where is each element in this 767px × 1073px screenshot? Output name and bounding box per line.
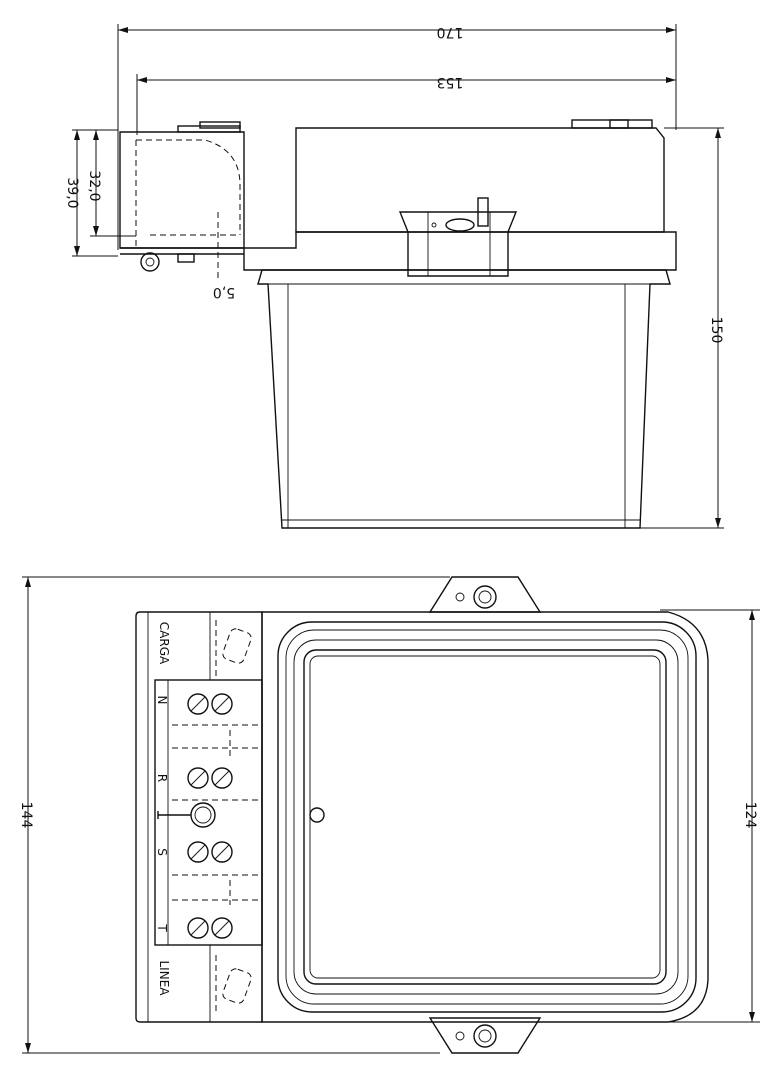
terminal-block: CARGA LINEA N R S T (135, 611, 263, 1023)
top-mounting-lug (428, 576, 542, 613)
terminal-mark-r: R (155, 774, 169, 782)
terminal-mark-s: S (155, 848, 169, 856)
plan-height-label: 144 (18, 802, 34, 829)
terminal-label-bottom: LINEA (157, 961, 171, 997)
inner-width-label: 153 (437, 74, 464, 90)
overall-width-label: 170 (437, 24, 464, 40)
base-offset-label: 5,0 (213, 284, 235, 300)
dimension-inner-width: 153 (136, 74, 676, 135)
terminal-cover-side (119, 131, 245, 278)
terminal-mark-t: T (155, 923, 169, 932)
terminal-mark-n: N (155, 696, 169, 705)
depth-outer-label: 39,0 (64, 177, 80, 208)
meter-housing-plan (261, 611, 709, 1023)
terminal-label-top: CARGA (157, 622, 171, 665)
dimension-plan-inner: 124 (660, 609, 760, 1023)
lid-latch (398, 197, 518, 277)
dimension-overall-width: 170 (117, 24, 677, 250)
side-elevation-view: 170 153 (64, 24, 724, 529)
terminal-screws-3 (187, 841, 233, 863)
terminal-screws-1 (187, 693, 233, 715)
plan-inner-label: 124 (742, 802, 758, 829)
terminal-screws-4 (187, 917, 233, 939)
plan-view: 144 124 (18, 576, 760, 1054)
meter-body (257, 269, 671, 529)
meter-lid (177, 119, 677, 271)
depth-inner-label: 32,0 (86, 170, 102, 201)
dimension-depth: 39,0 32,0 5,0 (64, 129, 235, 300)
dimension-plan-height: 144 (18, 576, 450, 1054)
bottom-mounting-lug (428, 1017, 542, 1054)
side-height-label: 150 (708, 317, 724, 344)
terminal-screws-2 (187, 767, 233, 789)
dimension-side-height: 150 (640, 127, 724, 529)
